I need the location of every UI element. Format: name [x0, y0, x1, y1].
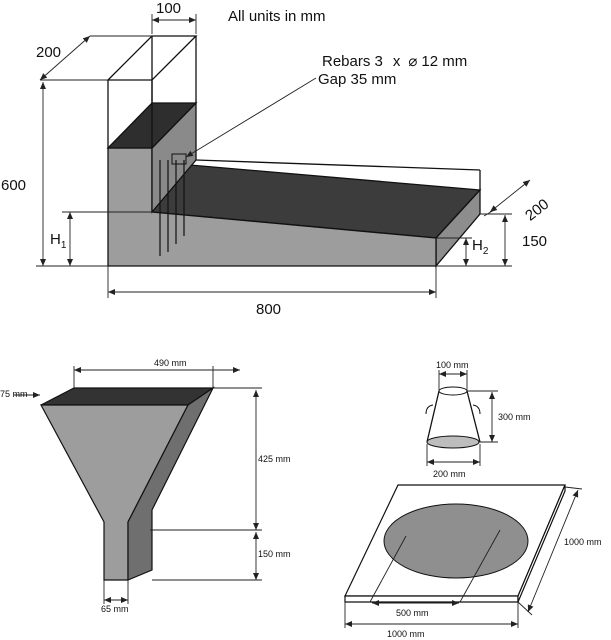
- slump-cone-top: [438, 386, 468, 396]
- dim-plate-width: 1000 mm: [564, 537, 602, 547]
- rebars-icon: [159, 160, 185, 256]
- l-box-gate: [171, 153, 187, 165]
- gap-label: Gap 35 mm: [318, 71, 396, 88]
- dim-funnel-top-depth: 75 mm: [0, 389, 28, 399]
- units-note: All units in mm: [228, 8, 326, 25]
- v-funnel-front: [39, 404, 189, 581]
- dim-channel-height: 150: [522, 233, 547, 250]
- dim-cone-bottom: 200 mm: [433, 469, 466, 479]
- dim-plate-length: 1000 mm: [387, 629, 425, 639]
- v-funnel-top: [40, 387, 215, 406]
- dim-funnel-outlet-width: 65 mm: [101, 604, 129, 614]
- slump-flow-diagram: 100 mm 300 mm 200 mm 500 mm 1000 mm 1000…: [344, 360, 602, 639]
- dim-length: 800: [256, 301, 281, 318]
- dim-funnel-top-width: 490 mm: [154, 358, 187, 368]
- dim-funnel-cone-height: 425 mm: [258, 454, 291, 464]
- slump-spread-circle: [383, 503, 529, 579]
- l-box-top-opening: [106, 35, 198, 81]
- label-h2: H2: [472, 237, 489, 257]
- dim-top-width: 100: [156, 0, 181, 17]
- dim-spread-diameter: 500 mm: [396, 608, 429, 618]
- dim-depth: 200: [36, 44, 61, 61]
- label-h1: H1: [50, 231, 67, 251]
- dim-cone-top: 100 mm: [436, 360, 469, 370]
- v-funnel-diagram: 490 mm 75 mm 425 mm 150 mm 65 mm: [0, 358, 291, 614]
- dim-cone-height: 300 mm: [498, 412, 531, 422]
- dim-channel-depth: 200: [522, 196, 552, 225]
- dim-funnel-outlet-height: 150 mm: [258, 549, 291, 559]
- dim-height: 600: [1, 177, 26, 194]
- slump-cone-base: [426, 435, 480, 449]
